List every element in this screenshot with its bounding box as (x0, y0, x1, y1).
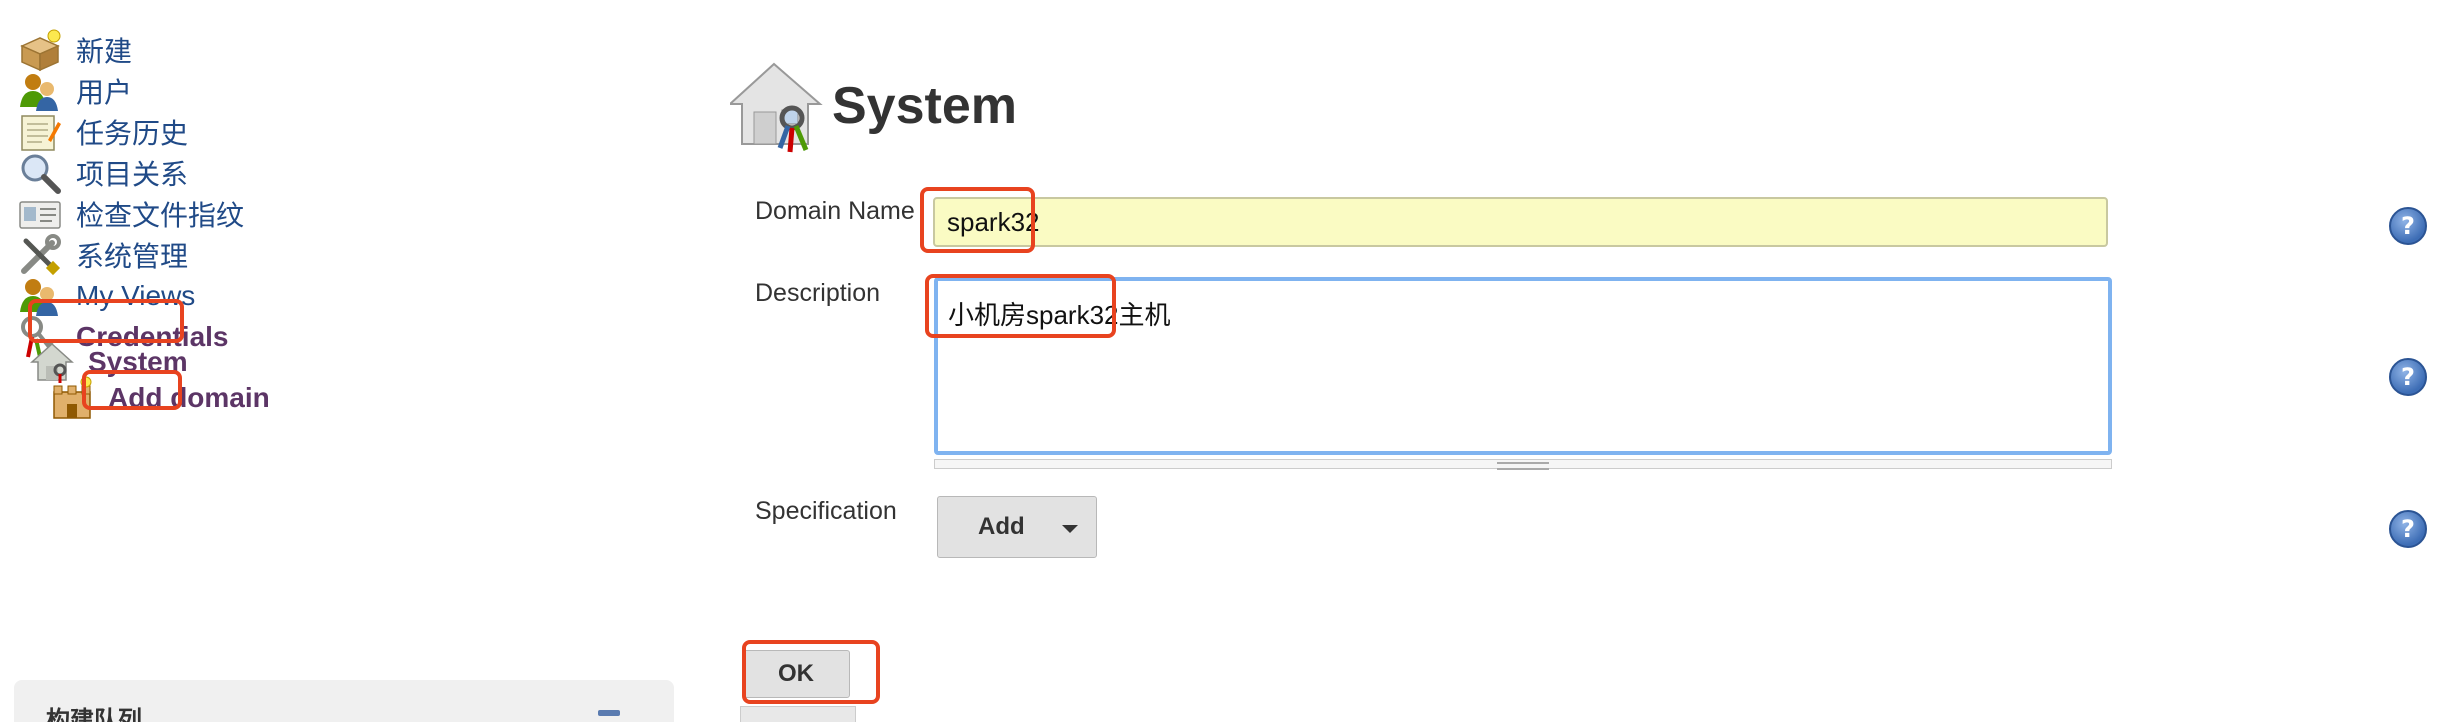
sidebar-item-label: Credentials (76, 321, 229, 352)
sidebar-item-label: My Views (76, 280, 196, 311)
sidebar-subitem-label: System (88, 346, 188, 377)
page-header: System (727, 58, 1017, 154)
page-title: System (832, 77, 1017, 135)
sidebar-item-project-relationship[interactable]: 项目关系 (18, 145, 188, 201)
sidebar-item-build-history[interactable]: 任务历史 (18, 104, 188, 160)
description-textarea[interactable]: 小机房spark32主机 (934, 277, 2112, 455)
ok-button[interactable]: OK (742, 650, 850, 698)
add-specification-button[interactable]: Add (937, 496, 1097, 558)
tools-icon (18, 233, 62, 277)
notepad-icon (18, 110, 62, 154)
house-keys-icon (30, 340, 74, 384)
sidebar-item-new[interactable]: 新建 (18, 22, 132, 78)
sidebar-subitem-label: Add domain (108, 382, 270, 413)
caret-down-icon (1062, 525, 1078, 533)
sidebar-item-users[interactable]: 用户 (18, 63, 132, 119)
help-icon[interactable]: ? (2389, 358, 2427, 396)
sidebar-item-label: 系统管理 (76, 241, 189, 272)
sidebar-item-label: 新建 (76, 36, 133, 67)
button-shadow (740, 706, 856, 722)
build-queue-title: 构建队列 (46, 707, 142, 722)
house-keys-icon (727, 58, 826, 154)
specification-label: Specification (755, 497, 897, 525)
collapse-icon[interactable] (598, 710, 620, 716)
build-queue-panel: 构建队列 (14, 680, 674, 722)
users-icon (18, 69, 62, 113)
domain-name-input[interactable] (933, 197, 2108, 247)
sidebar: 新建 用户 (0, 0, 690, 722)
sidebar-item-label: 项目关系 (76, 159, 189, 190)
textarea-resize-handle[interactable] (934, 459, 2112, 470)
sidebar-item-label: 检查文件指纹 (76, 200, 245, 231)
castle-icon (50, 376, 94, 420)
add-button-label: Add (978, 513, 1025, 540)
sidebar-item-label: 用户 (76, 77, 133, 108)
domain-name-label: Domain Name (755, 197, 915, 225)
help-icon[interactable]: ? (2389, 510, 2427, 548)
description-label: Description (755, 279, 881, 307)
new-package-icon (18, 28, 62, 72)
fingerprint-card-icon (18, 192, 62, 236)
main-content: System Domain Name ? Description 小机房spar… (727, 0, 2446, 722)
magnifier-icon (18, 151, 62, 195)
sidebar-item-fingerprint[interactable]: 检查文件指纹 (18, 186, 244, 242)
sidebar-subitem-add-domain[interactable]: Add domain (50, 376, 270, 420)
sidebar-item-label: 任务历史 (76, 118, 189, 149)
help-icon[interactable]: ? (2389, 207, 2427, 245)
sidebar-item-manage[interactable]: 系统管理 (18, 227, 188, 283)
